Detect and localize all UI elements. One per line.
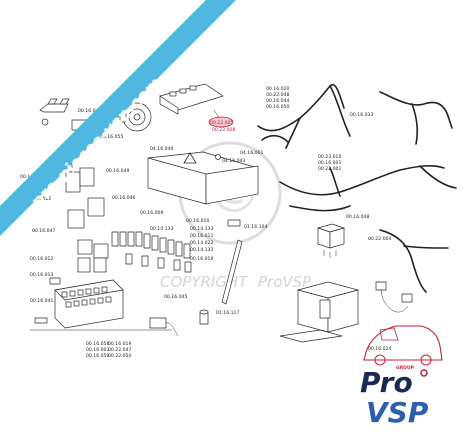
logo-group-text: GROUP (396, 365, 415, 371)
label-bottom-5: 00.16.059 (86, 353, 109, 359)
wiring-harness-top (257, 83, 351, 149)
label-00-22-004: 00.22.004 (368, 236, 391, 242)
mounting-bracket (279, 281, 360, 343)
top-connector-assembly (159, 83, 234, 128)
label-04-16-043: 04.16.043 (222, 158, 245, 164)
wiring-harness-low (379, 229, 449, 293)
logo-vsp: VSP (366, 396, 429, 429)
label-00-16-013: 00.16.013 (30, 272, 53, 278)
label-04-16-040: 04.16.040 (150, 146, 173, 152)
label-00-14-022: 00.14.022 (28, 196, 51, 202)
label-00-16-046: 00.16.046 (112, 195, 135, 201)
label-00-16-047: 00.16.047 (32, 228, 55, 234)
label-00-14-133-a: 00.14.133 (150, 226, 173, 232)
label-bottom-1: 00.16.056 (86, 341, 109, 347)
wiring-harness-mid (279, 165, 457, 212)
provsp-logo: Pro VSP (360, 366, 429, 429)
watermark-brand: ProVSP (258, 273, 312, 291)
label-00-16-049: 00.16.049 (106, 168, 129, 174)
label-harness-mid-3: 00.22.001 (318, 166, 341, 172)
wiring-harness-topright (379, 91, 453, 145)
label-00-16-055: 00.16.055 (100, 134, 123, 140)
label-04-16-061: 04.16.061 (240, 150, 263, 156)
relay-cube (316, 223, 346, 258)
label-01-16-104: 01.16.104 (244, 224, 267, 230)
label-00-14-133-c: 00.14.133 (190, 247, 213, 253)
label-00-16-019: 00.16.019 (190, 256, 213, 262)
label-harness-top-1: 00.16.020 (266, 86, 289, 92)
logo-pro: Pro (360, 366, 413, 399)
label-harness-mid-2: 00.16.001 (318, 160, 341, 166)
label-00-16-009: 00.16.009 (140, 210, 163, 216)
plug-connector (375, 281, 413, 313)
label-00-16-048: 00.16.048 (346, 214, 369, 220)
label-bottom-3: 00.16.003 (86, 347, 109, 353)
logo-dot (420, 369, 428, 377)
label-00-16-045: 00.16.045 (164, 294, 187, 300)
label-bottom-2: 00.16.019 (108, 341, 131, 347)
label-00-14-022-b: 00.14.022 (190, 240, 213, 246)
car-outline: GROUP (363, 325, 443, 371)
control-unit-box (147, 151, 259, 205)
part-labels: 00.16.042 00.16.055 00.16.003 00.16.049 … (20, 86, 391, 359)
label-00-14-133-b: 00.14.133 (190, 226, 213, 232)
label-bottom-6: 00.22.050 (108, 353, 131, 359)
label-harness-top-3: 00.16.044 (266, 98, 289, 104)
label-00-16-011: 00.16.011 (190, 233, 213, 239)
label-00-22-008: 00.22.008 (212, 127, 235, 133)
label-00-16-012: 00.16.012 (30, 256, 53, 262)
bottom-left-connector (30, 309, 209, 337)
red-callout-oval (208, 116, 234, 128)
label-00-16-010: 00.16.010 (186, 218, 209, 224)
banner-band (0, 0, 236, 236)
ground-bar (221, 219, 243, 305)
label-harness-top-4: 00.16.050 (266, 104, 289, 110)
fuse-box-grid (61, 286, 112, 308)
fuse-strip (111, 231, 192, 273)
label-harness-mid-1: 00.23.010 (318, 154, 341, 160)
banner-text: pro-pieces-vsp.com (27, 73, 165, 211)
horn-part (119, 102, 152, 132)
label-00-22-005: 00.22.005 (210, 120, 233, 126)
label-00-16-041: 00.16.041 (30, 298, 53, 304)
label-bottom-4: 00.22.047 (108, 347, 131, 353)
label-01-16-117: 01.16.117 (216, 310, 239, 316)
label-00-16-033: 00.16.033 (350, 112, 373, 118)
label-00-16-042: 00.16.042 (78, 108, 101, 114)
watermark-copyright: COPYRIGHT (160, 273, 249, 291)
label-harness-top-2: 00.22.048 (266, 92, 289, 98)
label-00-16-024: 00.16.024 (368, 346, 391, 352)
